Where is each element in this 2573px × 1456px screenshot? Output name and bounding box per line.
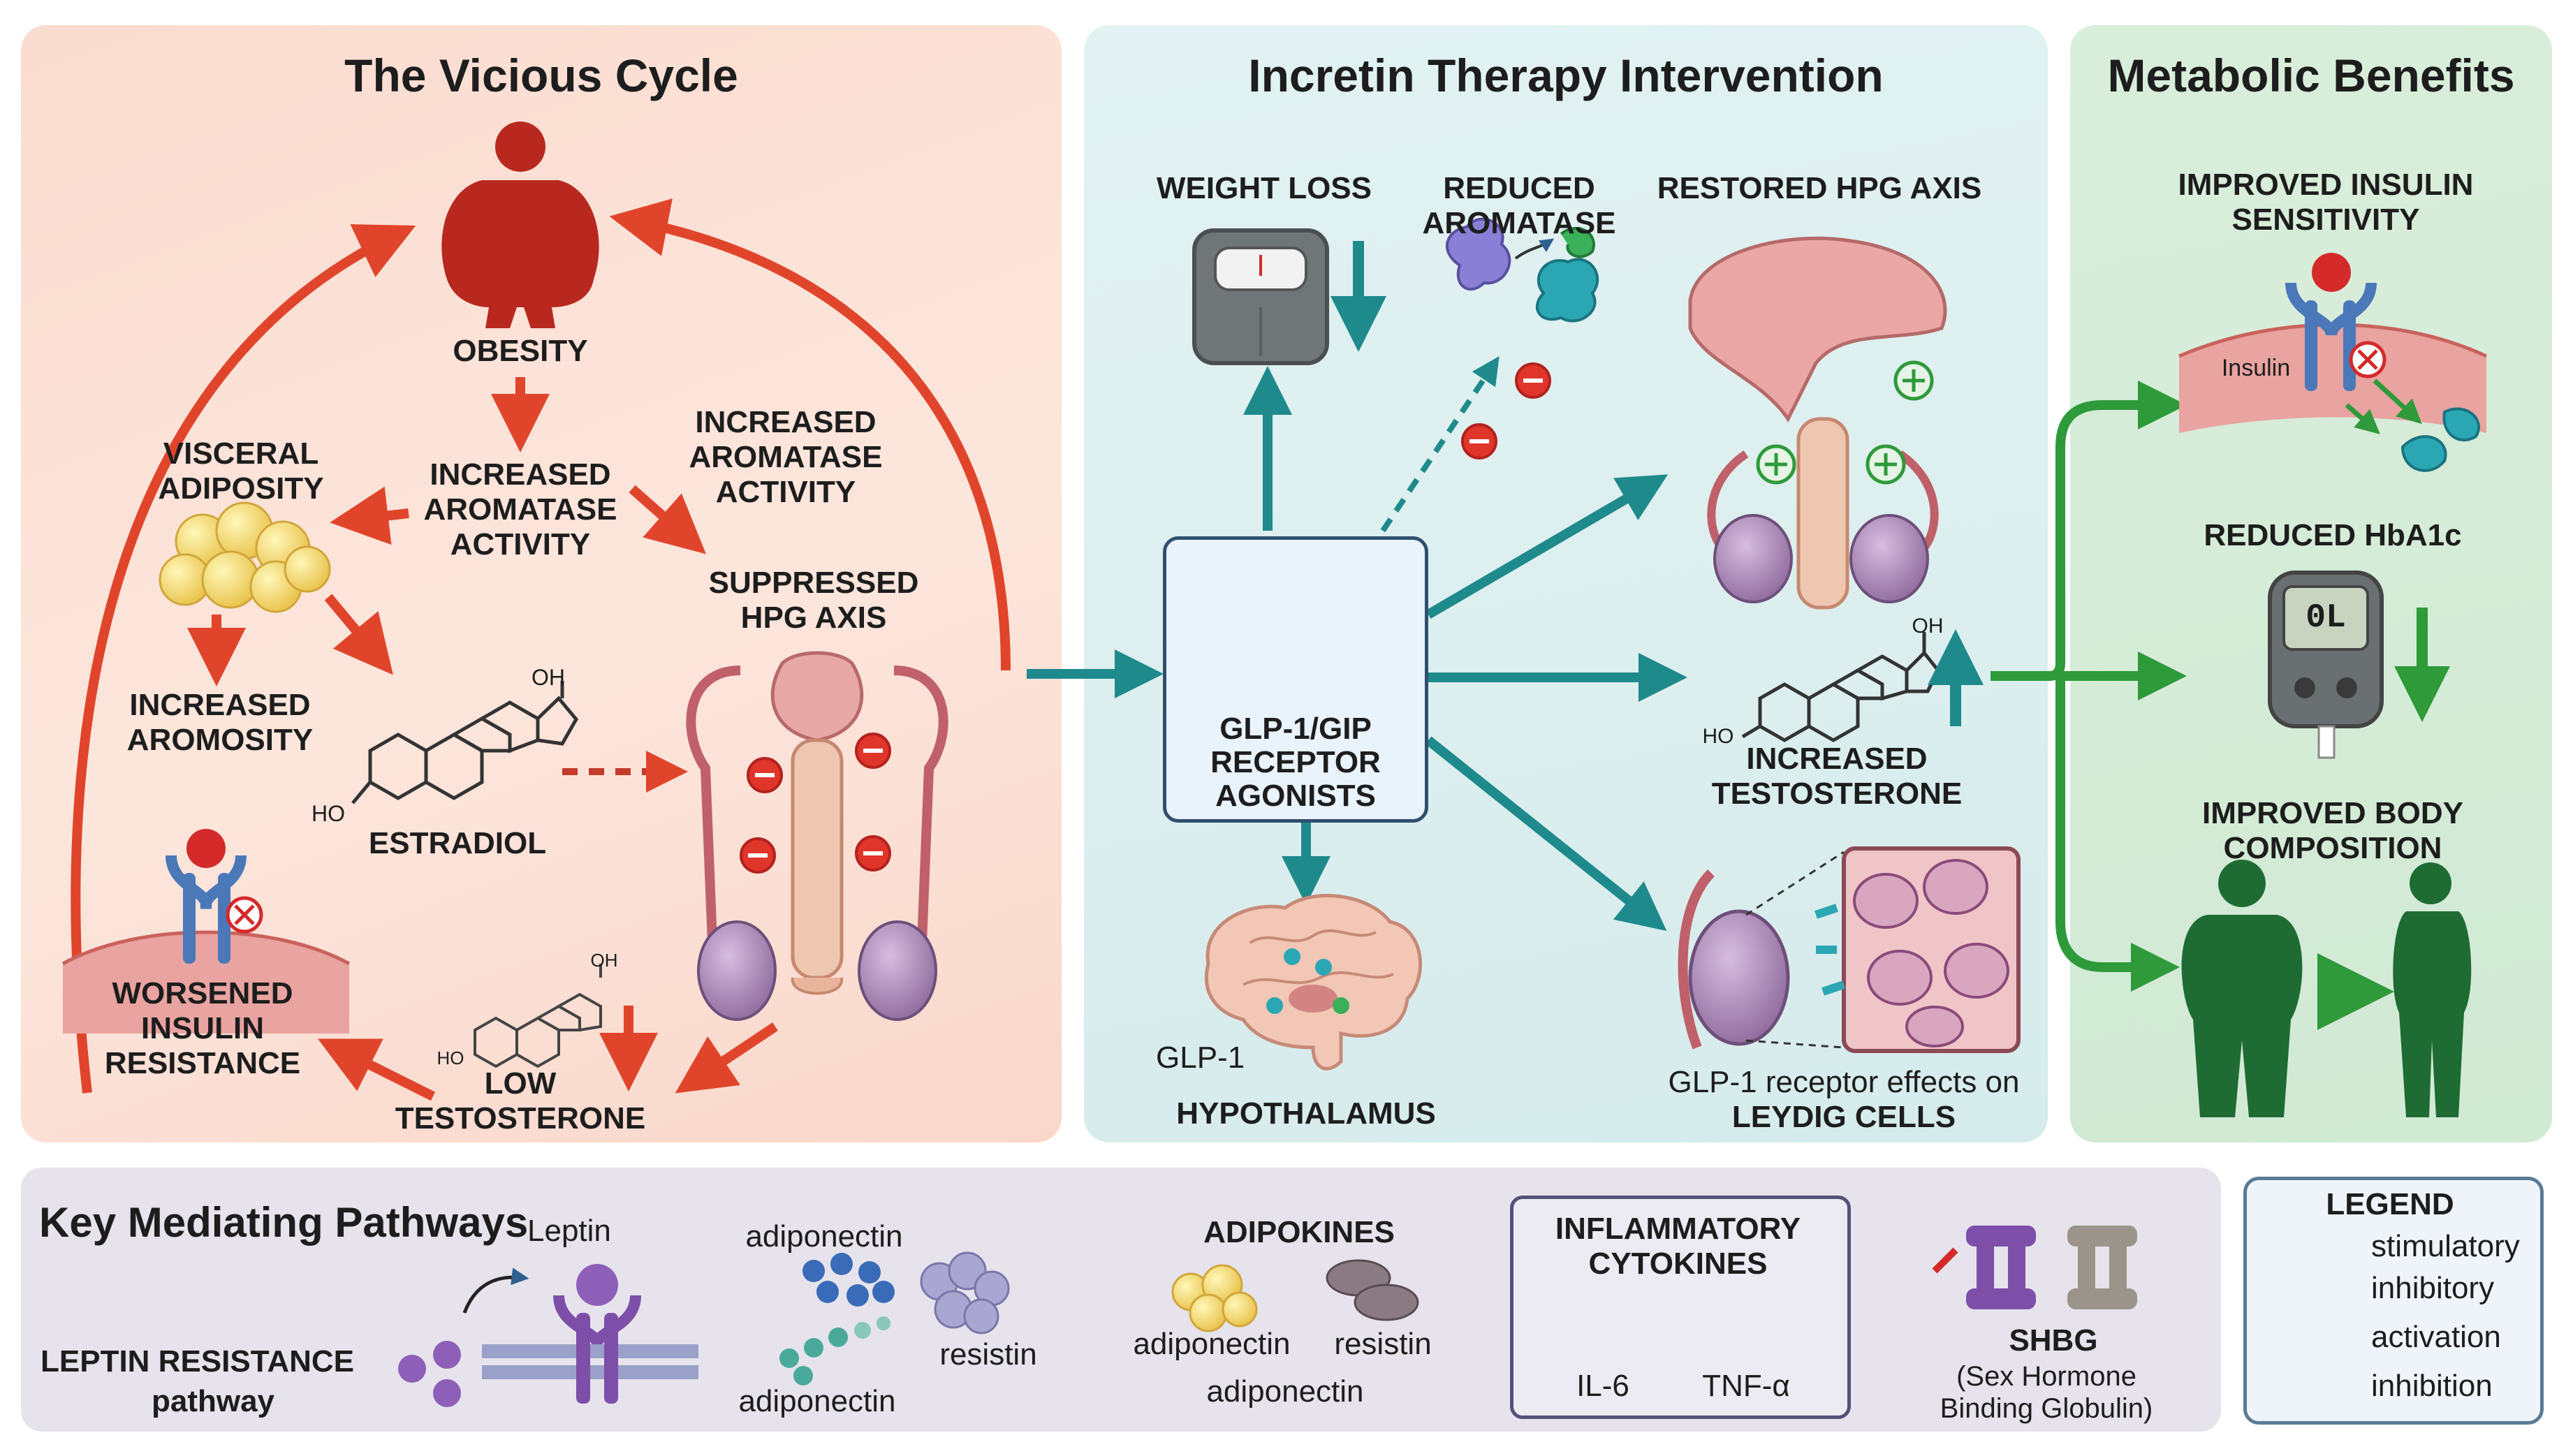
- low-t-ho: HO: [437, 1047, 464, 1068]
- arrow-to-estradiol: [324, 594, 393, 675]
- insulin-label: Insulin: [2221, 355, 2291, 381]
- hypothalamus-label: HYPOTHALAMUS: [1176, 1096, 1436, 1131]
- shbg-label: SHBG: [2009, 1323, 2098, 1358]
- obesity-label: OBESITY: [453, 334, 588, 368]
- leydig-cells-icon: [1678, 846, 2021, 1053]
- pathway-label: pathway: [151, 1384, 275, 1418]
- glp1-gip-agonist-box: [1163, 536, 1428, 823]
- increased-aromatase-right-label: INCREASED AROMATASE ACTIVITY: [689, 405, 883, 509]
- arrow-to-body-composition: [2055, 676, 2180, 992]
- adipokines-icon: [1171, 1259, 1419, 1332]
- inhibition-markers-aromatase: [1461, 362, 1551, 459]
- reduced-aromatase-label: REDUCED AROMATASE: [1422, 171, 1616, 240]
- arrow-to-insulin-sensitivity: [1991, 381, 2187, 681]
- il6-label: IL-6: [1576, 1369, 1629, 1403]
- increased-aromosity-label: INCREASED AROMOSITY: [126, 688, 314, 757]
- legend-stimulatory-label: stimulatory: [2371, 1229, 2520, 1263]
- adiponectin-bottom-label: adiponectin: [738, 1384, 896, 1418]
- agonist-label: GLP-1/GIP RECEPTOR AGONISTS: [1210, 712, 1381, 813]
- suppressed-hpg-label: SUPPRESSED HPG AXIS: [708, 566, 919, 635]
- legend-inhibitory-label: inhibitory: [2371, 1271, 2495, 1305]
- legend-inhibition-label: inhibition: [2371, 1369, 2493, 1403]
- arrow-low-t-to-insulin: [317, 1038, 436, 1101]
- worsened-insulin-receptor-icon: [61, 829, 351, 1034]
- arrow-to-hpg: [629, 485, 706, 554]
- restored-hpg-label: RESTORED HPG AXIS: [1657, 171, 1982, 205]
- low-testosterone-molecule-icon: [474, 964, 602, 1068]
- weight-loss-label: WEIGHT LOSS: [1157, 171, 1372, 205]
- testosterone-ho: HO: [1702, 725, 1734, 748]
- arrow-to-leydig: [1425, 736, 1667, 932]
- arrow-to-restored-hpg: [1425, 474, 1669, 619]
- estradiol-molecule-icon: [351, 681, 579, 804]
- body-composition-label: IMPROVED BODY COMPOSITION: [2201, 796, 2464, 865]
- glucose-meter-icon: [2268, 571, 2384, 759]
- legend-title: LEGEND: [2326, 1187, 2454, 1221]
- worsened-insulin-label: WORSENED INSULIN RESISTANCE: [104, 976, 301, 1080]
- legend-box: [2243, 1177, 2544, 1425]
- key-pathways-panel: [21, 1168, 2221, 1432]
- aromatase-enzyme-icon: [1445, 217, 1599, 323]
- adipokines-adiponectin-label: adiponectin: [1133, 1327, 1291, 1361]
- adipokines-title: ADIPOKINES: [1203, 1215, 1395, 1249]
- increased-testosterone-label: INCREASED TESTOSTERONE: [1711, 742, 1963, 811]
- meter-display: 0L: [2306, 599, 2346, 637]
- low-testosterone-label: LOW TESTOSTERONE: [395, 1066, 646, 1135]
- brain-hypothalamus-icon: [1204, 894, 1423, 1071]
- adipokines-resistin-label: resistin: [1334, 1327, 1432, 1361]
- estradiol-ho: HO: [311, 801, 345, 826]
- fat-cells-icon: [159, 501, 331, 613]
- leydig-cells-label: LEYDIG CELLS: [1731, 1100, 1956, 1134]
- leptin-resistance-label: LEPTIN RESISTANCE: [41, 1344, 355, 1378]
- inflammatory-title: INFLAMMATORY CYTOKINES: [1555, 1212, 1801, 1281]
- shbg-full-label: (Sex Hormone Binding Globulin): [1940, 1361, 2153, 1424]
- incretin-title: Incretin Therapy Intervention: [1248, 50, 1884, 101]
- insulin-receptor-icon: [2178, 253, 2488, 472]
- cycle-arc-left: [71, 224, 416, 1094]
- cycle-arc-right: [609, 198, 1011, 671]
- resistin-label: resistin: [939, 1337, 1037, 1372]
- insulin-sensitivity-label: IMPROVED INSULIN SENSITIVITY: [2178, 168, 2474, 237]
- weight-scale-icon: [1192, 228, 1329, 365]
- arrow-hpg-to-low-t: [675, 1022, 778, 1094]
- increased-aromatase-center-label: INCREASED AROMATASE ACTIVITY: [423, 457, 617, 561]
- shbg-icon: [1932, 1226, 2137, 1309]
- leptin-label: Leptin: [527, 1214, 611, 1248]
- inflammatory-cytokines-box: [1510, 1196, 1851, 1419]
- reduced-hba1c-label: REDUCED HbA1c: [2204, 518, 2462, 552]
- adipokines-adiponectin2-label: adiponectin: [1206, 1374, 1364, 1409]
- leptin-receptor-icon: [398, 1264, 698, 1407]
- adiponectin-top-label: adiponectin: [745, 1219, 903, 1253]
- leydig-caption: GLP-1 receptor effects on: [1668, 1065, 2020, 1099]
- cycle-title: The Vicious Cycle: [344, 50, 738, 101]
- estradiol-oh: OH: [532, 665, 565, 690]
- arrow-to-reduced-aromatase: [1380, 356, 1500, 533]
- restored-hpg-anatomy-icon: [1688, 236, 1947, 610]
- inhibition-markers-hpg: [740, 733, 891, 874]
- visceral-adiposity-label: VISCERAL ADIPOSITY: [158, 436, 324, 506]
- glp1-brain-label: GLP-1: [1156, 1040, 1245, 1075]
- adiponectin-molecules-icon: [779, 1253, 895, 1385]
- resistin-molecule-icon: [920, 1251, 1010, 1334]
- low-t-oh: OH: [590, 950, 618, 971]
- activation-markers-hpg: [1756, 360, 1934, 485]
- benefits-title: Metabolic Benefits: [2107, 50, 2515, 101]
- obesity-figure-icon: [441, 122, 599, 328]
- body-composition-icon: [2181, 860, 2472, 1117]
- legend-activation-label: activation: [2371, 1320, 2501, 1354]
- pathways-title: Key Mediating Pathways: [39, 1199, 529, 1246]
- arrow-to-visceral: [330, 486, 409, 545]
- estradiol-label: ESTRADIOL: [368, 826, 547, 860]
- suppressed-hpg-anatomy-icon: [686, 651, 948, 1021]
- testosterone-oh: OH: [1912, 615, 1944, 638]
- tnf-label: TNF-α: [1702, 1369, 1790, 1403]
